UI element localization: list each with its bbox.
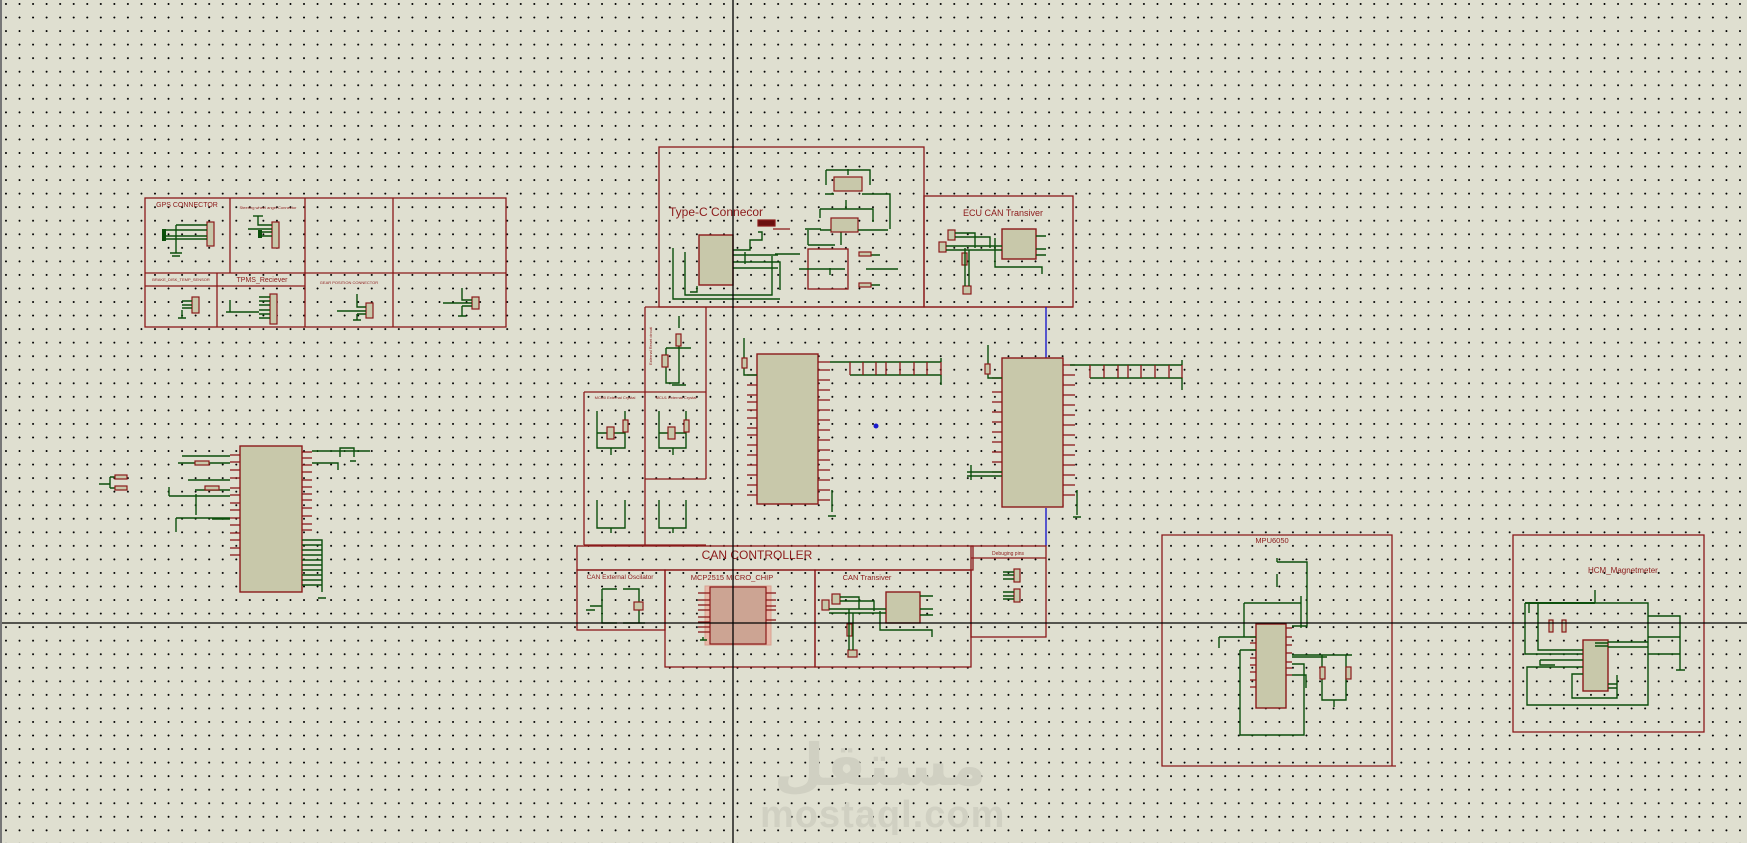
mpu6050-label: MPU6050	[1255, 536, 1288, 545]
can-transceiver-icon	[821, 591, 933, 658]
mpu6050-block[interactable]: MPU6050	[1161, 534, 1396, 767]
brake-sensor-label: BRAKE_DISK_TEMP_SENSOR	[152, 277, 210, 282]
steering-header-icon	[248, 215, 280, 249]
connector-panel[interactable]: GPS CONNECTOR Steering wheel angel Conne…	[144, 197, 507, 328]
mcu0-decoupling-caps	[849, 362, 942, 375]
type-c-label: Type-C Connecor	[669, 205, 763, 219]
tpms-header-icon	[226, 293, 278, 325]
tpms-label: TPMS_Reciever	[237, 277, 289, 284]
mcp2515-chip[interactable]	[698, 585, 776, 646]
debug-pins-label: Debuging pins	[992, 551, 1024, 557]
main-mcu-area[interactable]: External Reset circuit MCU0 External Cry…	[583, 306, 1073, 546]
steering-connector-label: Steering wheel angel Connector	[240, 205, 298, 210]
extra-header-icon	[443, 288, 480, 317]
gear-position-header-icon	[337, 294, 374, 321]
gps-connector-label: GPS CONNECTOR	[156, 202, 218, 209]
brake-sensor-header-icon	[178, 296, 200, 319]
canvas-left-edge	[0, 0, 2, 843]
reset-circuit-icon	[661, 316, 691, 386]
decoupling-caps-icon	[596, 500, 687, 533]
type-c-connector-block[interactable]: Type-C Connecor	[658, 146, 925, 308]
debug-pins-header-icon[interactable]	[1003, 568, 1021, 603]
mcu0-crystal-icon	[596, 411, 629, 455]
mcp2515-label: MCP2515 MICRO_CHIP	[691, 573, 774, 582]
ecu-can-label: ECU CAN Transiver	[963, 208, 1043, 218]
mcu1-chip[interactable]	[967, 345, 1183, 518]
mcu0-crystal-label: MCU0 External Crystal	[595, 395, 636, 400]
ecu-can-transceiver-block[interactable]: ECU CAN Transiver	[923, 195, 1074, 308]
reset-circuit-label: External Reset circuit	[648, 326, 653, 365]
origin-marker	[873, 423, 879, 429]
can-controller-title: CAN CONTROLLER	[702, 548, 813, 562]
mcu0-chip[interactable]	[741, 338, 942, 517]
hcm-label: HCM_Magnetmeter	[1588, 566, 1658, 575]
left-microcontroller[interactable]	[99, 445, 370, 599]
can-transceiver-label: CAN Transiver	[843, 573, 892, 582]
can-controller-block[interactable]: CAN CONTROLLER CAN External Oscilator MC…	[576, 545, 1047, 668]
gps-header-icon	[162, 221, 215, 257]
mcu1-crystal-icon	[658, 411, 690, 455]
mcu1-crystal-label: MCU1 External Crystal	[656, 395, 697, 400]
can-oscillator-icon	[586, 588, 645, 624]
can-osc-label: CAN External Oscilator	[587, 574, 655, 581]
hcm-magnetometer-block[interactable]: HCM_Magnetmeter	[1512, 534, 1705, 733]
gear-position-label: GEAR POSITION CONNECTOR	[320, 280, 378, 285]
